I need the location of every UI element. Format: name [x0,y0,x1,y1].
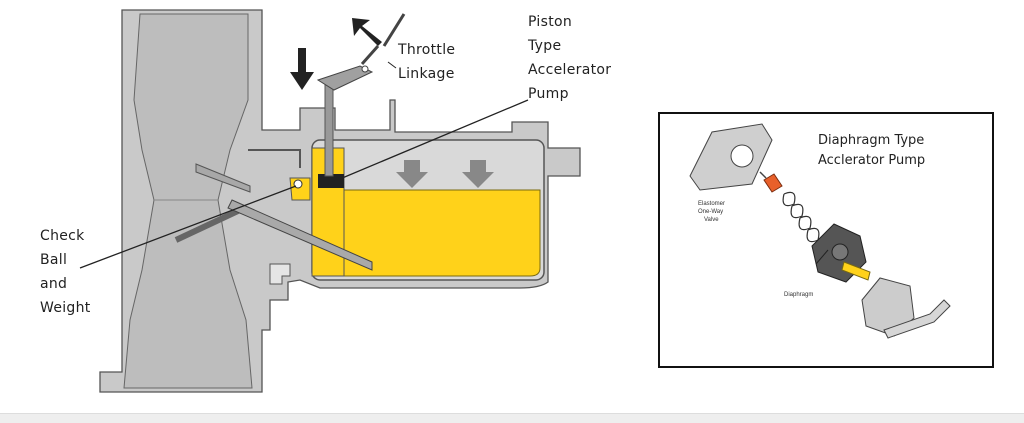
label-check-line-3: and [40,276,67,292]
label-piston-line-1: Piston [528,14,572,30]
throttle-plate [174,207,242,243]
pump-spring [782,191,820,243]
fuel-level [315,189,541,277]
inset-title-line-2: Acclerator Pump [818,153,925,168]
diaphragm-inset: Diaphragm Type Acclerator Pump Elastomer… [658,112,994,368]
diaphragm-label: Diaphragm [784,292,813,298]
venturi-throat [123,13,253,389]
carburetor-cross-section [79,9,581,393]
valve-label-line-3: Valve [704,217,719,223]
pump-rod [841,261,871,281]
throttle-lever [316,65,374,91]
label-check-ball: Check Ball and Weight [40,228,91,316]
pressure-arrow-1 [396,160,428,188]
label-check-line-4: Weight [40,300,91,316]
discharge-nozzle [195,163,251,193]
leader-check-ball [79,185,297,269]
inset-title-line-1: Diaphragm Type [818,133,924,148]
label-throttle-line-2: Linkage [398,66,455,82]
label-piston-pump: Piston Type Accelerator Pump [527,14,611,102]
piston-rod [324,79,334,177]
pump-housing [861,277,915,337]
label-check-line-1: Check [40,228,85,244]
leader-piston [327,99,529,185]
one-way-valve [763,173,783,193]
label-check-line-2: Ball [40,252,67,268]
label-throttle-linkage: Throttle Linkage [397,42,455,82]
throttle-arrow-icon [352,18,382,46]
pressure-arrow-2 [462,160,494,188]
valve-label-line-2: One-Way [698,209,723,215]
label-piston-line-2: Type [527,38,561,54]
label-piston-line-4: Pump [528,86,569,102]
bottom-divider [0,413,1024,423]
pump-lever [883,299,951,339]
pump-piston [318,174,344,188]
float-arm [227,199,373,271]
label-throttle-line-1: Throttle [397,42,455,58]
label-piston-line-3: Accelerator [528,62,611,78]
down-arrow-icon [290,48,314,90]
valve-label-line-1: Elastomer [698,201,725,207]
